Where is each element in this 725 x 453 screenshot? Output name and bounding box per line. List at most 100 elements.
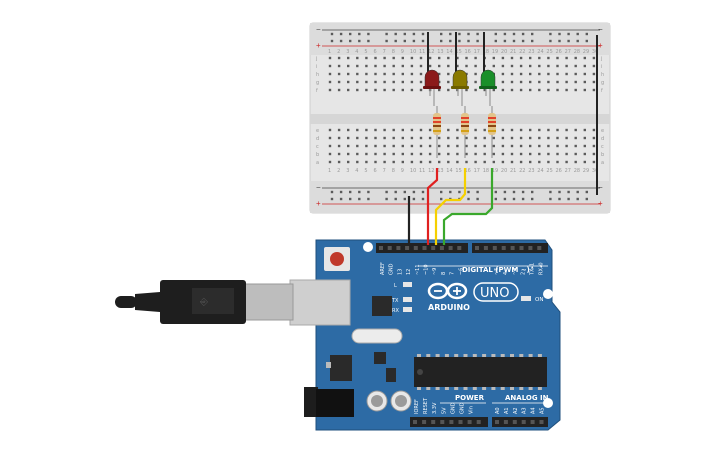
- column-number: 11: [419, 49, 425, 55]
- pin-label: ~5: [494, 268, 500, 275]
- green-wire[interactable]: [442, 168, 494, 245]
- column-number: 14: [446, 49, 452, 55]
- column-number: 16: [465, 49, 471, 55]
- led-green[interactable]: [479, 69, 497, 106]
- rail-minus-label: −: [598, 183, 603, 192]
- small-chip: [374, 352, 386, 364]
- column-number: 17: [474, 168, 480, 174]
- rail-plus-label: +: [598, 199, 603, 208]
- pin-label: ~9: [432, 268, 438, 275]
- column-number: 25: [546, 49, 552, 55]
- led-red[interactable]: [423, 69, 441, 106]
- column-number: 23: [528, 168, 534, 174]
- resistor[interactable]: [488, 106, 496, 158]
- column-number: 24: [537, 49, 543, 55]
- pin-label: ~11: [415, 264, 421, 275]
- column-number: 24: [537, 168, 543, 174]
- breadboard-holes: [328, 32, 596, 201]
- row-letter: g: [601, 80, 604, 86]
- row-letter: f: [316, 88, 318, 94]
- row-letter: f: [601, 88, 603, 94]
- pin-label: 12: [406, 269, 412, 275]
- column-number: 7: [383, 168, 386, 174]
- row-letter: i: [316, 64, 317, 70]
- column-number: 11: [419, 168, 425, 174]
- column-number: 21: [510, 49, 516, 55]
- rail-plus-label: +: [316, 41, 321, 50]
- column-number: 5: [364, 49, 367, 55]
- column-number: 29: [583, 49, 589, 55]
- l-led-label: L: [394, 283, 397, 289]
- pin-label: 7: [450, 272, 456, 275]
- pin-label: AREF: [380, 262, 386, 275]
- rail-minus-label: −: [316, 183, 321, 192]
- column-number: 6: [374, 168, 377, 174]
- column-number: 22: [519, 49, 525, 55]
- column-number: 21: [510, 168, 516, 174]
- pin-label: 2: [521, 272, 527, 275]
- l-led-icon: [403, 282, 412, 287]
- rail-minus-label: −: [598, 25, 603, 34]
- column-number: 16: [465, 168, 471, 174]
- pin-label: 13: [397, 269, 403, 275]
- column-number: 29: [583, 168, 589, 174]
- pin-label: GND: [460, 402, 466, 414]
- pin-label: A5: [540, 407, 546, 414]
- row-letter: j: [315, 56, 317, 62]
- power-jack-body[interactable]: [316, 389, 354, 417]
- row-letter: j: [600, 56, 602, 62]
- column-number: 18: [483, 49, 489, 55]
- pin-label: 8: [441, 272, 447, 275]
- mounting-hole: [363, 242, 373, 252]
- pin-label: A3: [522, 407, 528, 414]
- column-number: 14: [446, 168, 452, 174]
- column-number: 15: [455, 49, 461, 55]
- red-wire[interactable]: [426, 168, 439, 245]
- mounting-hole: [543, 289, 553, 299]
- jumper-wires[interactable]: [407, 168, 494, 245]
- rail-plus-label: +: [598, 41, 603, 50]
- digital-label: DIGITAL (PWM ~): [462, 266, 530, 274]
- digital-header-left: [376, 243, 468, 253]
- led-yellow[interactable]: [451, 69, 469, 106]
- rx-led-label: RX: [392, 308, 399, 314]
- column-number: 4: [355, 49, 358, 55]
- column-number: 12: [428, 168, 434, 174]
- column-number: 17: [474, 49, 480, 55]
- reset-button-cap[interactable]: [330, 252, 344, 266]
- row-letter: e: [601, 128, 604, 134]
- resistor[interactable]: [461, 106, 469, 158]
- on-label: ON: [535, 297, 543, 303]
- top-power-rail: [310, 23, 610, 55]
- voltage-regulator: [330, 355, 352, 381]
- column-number: 23: [528, 49, 534, 55]
- column-number: 8: [392, 168, 395, 174]
- usb-connector[interactable]: ⎆: [115, 279, 351, 326]
- yellow-wire[interactable]: [434, 168, 467, 245]
- column-number: 18: [483, 168, 489, 174]
- pin-label: RESET: [423, 397, 429, 414]
- row-letter: b: [601, 152, 604, 158]
- column-number: 30: [592, 49, 598, 55]
- led-ground-leads: [427, 32, 485, 72]
- column-number: 2: [337, 49, 340, 55]
- pin-label: A4: [531, 407, 537, 414]
- tx-led-icon: [403, 297, 412, 302]
- power-jack[interactable]: [304, 387, 318, 417]
- column-number: 27: [565, 49, 571, 55]
- column-number: 12: [428, 49, 434, 55]
- column-number: 7: [383, 49, 386, 55]
- pin-label: A1: [504, 407, 510, 414]
- rail-minus-label: −: [316, 25, 321, 34]
- resistor[interactable]: [433, 106, 441, 158]
- row-letter: b: [316, 152, 319, 158]
- atmega-microcontroller: [414, 357, 547, 387]
- pin-label: ~6: [458, 268, 464, 275]
- column-number: 13: [437, 49, 443, 55]
